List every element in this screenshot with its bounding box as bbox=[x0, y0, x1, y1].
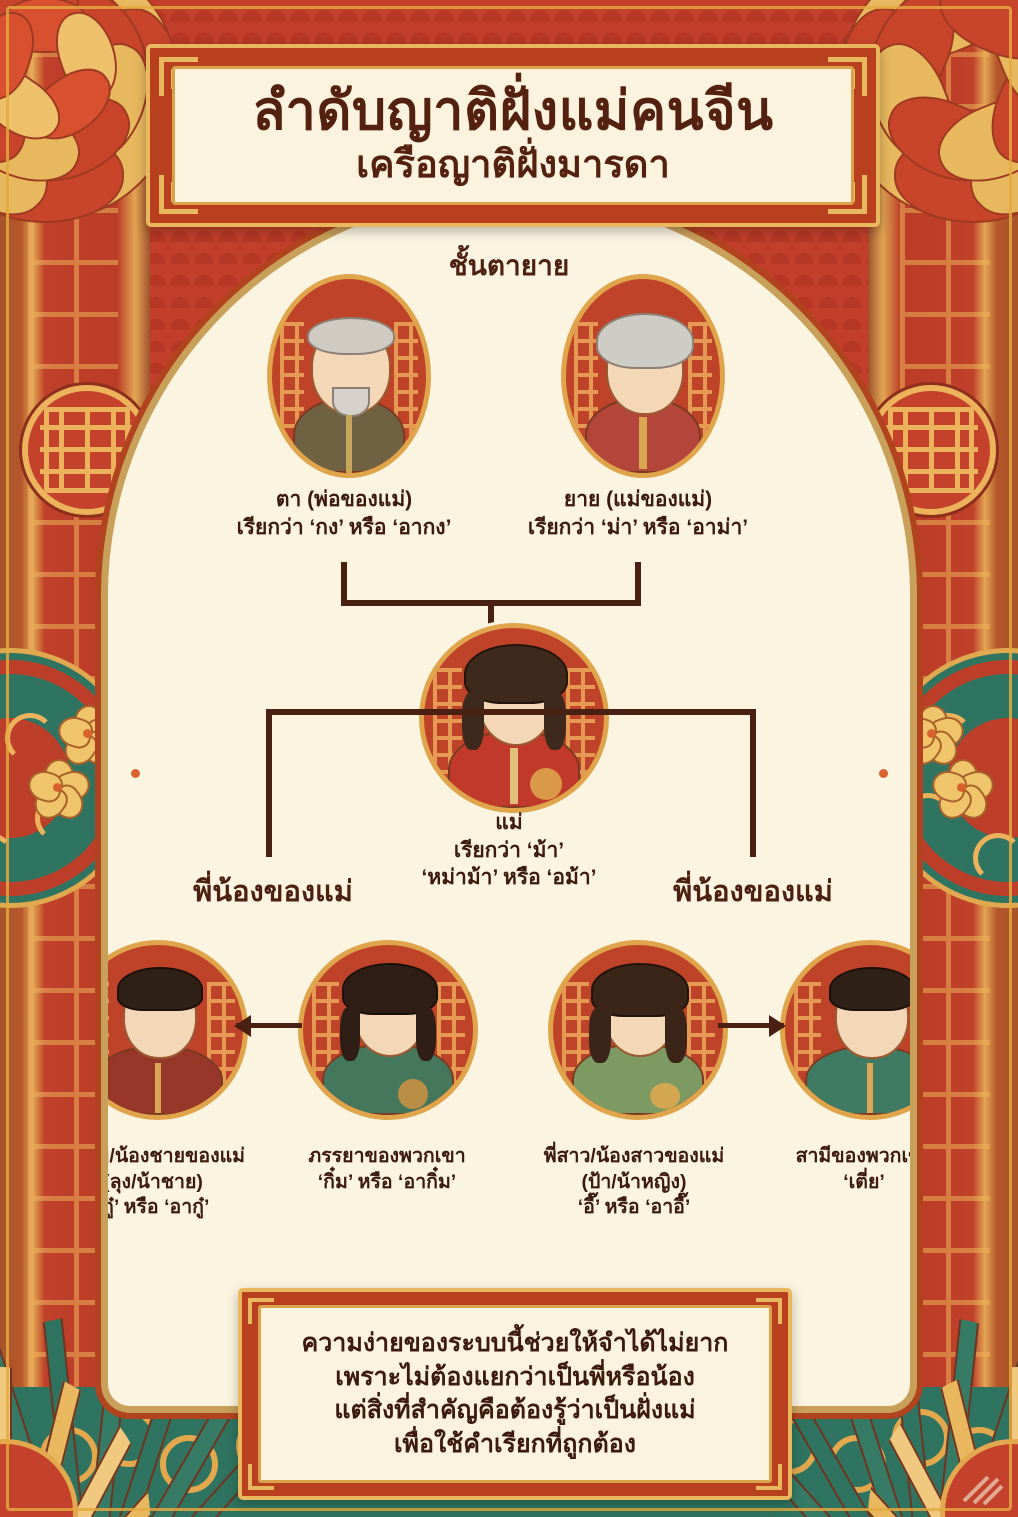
footer-line-1: ความง่ายของระบบนี้ช่วยให้จำได้ไม่ยาก bbox=[301, 1329, 729, 1357]
page-title: ลำดับญาติฝั่งแม่คนจีน bbox=[252, 81, 774, 142]
portrait-maternal-grandmother bbox=[561, 274, 725, 478]
plum-blossom-left-1 bbox=[54, 705, 124, 772]
portrait-mothers-sister bbox=[548, 940, 728, 1120]
rel3-line2: ‘เตี่ย’ bbox=[843, 1170, 885, 1193]
connector-gm-stub bbox=[635, 562, 641, 606]
connector-siblings-bar bbox=[266, 709, 756, 715]
footer-plaque: ความง่ายของระบบนี้ช่วยให้จำได้ไม่ยาก เพร… bbox=[238, 1288, 792, 1500]
gf-line2: เรียกว่า ‘กง’ หรือ ‘อากง’ bbox=[236, 515, 452, 539]
caption-maternal-grandmother: ยาย (แม่ของแม่) เรียกว่า ‘ม่า’ หรือ ‘อาม… bbox=[512, 486, 764, 541]
caption-mother: แม่ เรียกว่า ‘ม้า’ ‘หม่าม้า’ หรือ ‘อม้า’ bbox=[384, 809, 634, 892]
caption-mothers-brother: พี่ชาย/น้องชายของแม่ (ลุง/น้าชาย) ‘กู๋’ … bbox=[108, 1144, 270, 1221]
portrait-mother bbox=[419, 623, 609, 813]
caption-mothers-sister-husband: สามีของพวกเขา ‘เตี่ย’ bbox=[756, 1144, 910, 1195]
mother-line3: ‘หม่าม้า’ หรือ ‘อม้า’ bbox=[421, 866, 597, 890]
rel2-line3: ‘อี๊’ หรือ ‘อาอี๊’ bbox=[577, 1196, 691, 1219]
gm-line1: ยาย (แม่ของแม่) bbox=[563, 488, 713, 511]
mother-line1: แม่ bbox=[495, 811, 523, 834]
outer-gold-frame bbox=[6, 6, 1012, 1511]
connector-siblings-right-drop bbox=[750, 709, 756, 857]
caption-mothers-sister: พี่สาว/น้องสาวของแม่ (ป้า/น้าหญิง) ‘อี๊’… bbox=[518, 1144, 750, 1221]
arrow-wife-to-brother bbox=[234, 1014, 302, 1037]
rel1-line2: ‘กิ๋ม’ หรือ ‘อากิ๋ม’ bbox=[317, 1170, 457, 1193]
rel0-line3: ‘กู๋’ หรือ ‘อากู๋’ bbox=[108, 1196, 210, 1219]
mother-line2: เรียกว่า ‘ม้า’ bbox=[453, 838, 565, 862]
grandparents-section-label: ชั้นตายาย bbox=[448, 250, 570, 281]
arrow-sister-to-husband bbox=[718, 1014, 786, 1037]
siblings-label-right: พี่น้องของแม่ bbox=[673, 876, 833, 908]
gm-line2: เรียกว่า ‘ม่า’ หรือ ‘อาม่า’ bbox=[527, 515, 749, 539]
footer-corner-bl-icon bbox=[248, 1464, 274, 1490]
rel1-line1: ภรรยาของพวกเขา bbox=[308, 1145, 466, 1167]
footer-corner-tl-icon bbox=[248, 1298, 274, 1324]
footer-corner-br-icon bbox=[756, 1464, 782, 1490]
shou-medallion-left-icon bbox=[22, 385, 152, 515]
portrait-mothers-brother-wife bbox=[298, 940, 478, 1120]
rel0-line2: (ลุง/น้าชาย) bbox=[108, 1170, 203, 1193]
caption-mothers-brother-wife: ภรรยาของพวกเขา ‘กิ๋ม’ หรือ ‘อากิ๋ม’ bbox=[272, 1144, 502, 1195]
connector-siblings-left-drop bbox=[266, 709, 272, 857]
watermark-icon bbox=[962, 1475, 1004, 1505]
portrait-maternal-grandfather bbox=[267, 274, 431, 478]
connector-gf-stub bbox=[341, 562, 347, 606]
siblings-label-left: พี่น้องของแม่ bbox=[193, 876, 353, 908]
title-plaque: ลำดับญาติฝั่งแม่คนจีน เครือญาติฝั่งมารดา bbox=[146, 44, 880, 227]
footer-line-2: เพราะไม่ต้องแยกว่าเป็นพี่หรือน้อง bbox=[335, 1362, 695, 1391]
main-content-panel: ชั้นตายาย ตา (พ่อของแม่) เรียกว่า ‘กง’ ห… bbox=[108, 196, 910, 1406]
plum-blossom-right-3 bbox=[928, 759, 998, 826]
portrait-mothers-brother bbox=[108, 940, 248, 1120]
footer-line-3: แต่สิ่งที่สำคัญคือต้องรู้ว่าเป็นฝั่งแม่ bbox=[334, 1396, 696, 1424]
page-subtitle: เครือญาติฝั่งมารดา bbox=[356, 144, 670, 186]
footer-line-4: เพื่อใช้คำเรียกที่ถูกต้อง bbox=[394, 1429, 636, 1458]
plum-blossom-left-3 bbox=[24, 759, 94, 826]
portrait-mothers-sister-husband bbox=[780, 940, 910, 1120]
gf-line1: ตา (พ่อของแม่) bbox=[275, 488, 413, 511]
footer-corner-tr-icon bbox=[756, 1298, 782, 1324]
caption-maternal-grandfather: ตา (พ่อของแม่) เรียกว่า ‘กง’ หรือ ‘อากง’ bbox=[218, 486, 470, 541]
rel2-line1: พี่สาว/น้องสาวของแม่ bbox=[543, 1145, 725, 1167]
rel0-line1: พี่ชาย/น้องชายของแม่ bbox=[108, 1145, 246, 1167]
plum-blossom-right-1 bbox=[898, 705, 968, 772]
rel2-line2: (ป้า/น้าหญิง) bbox=[581, 1170, 687, 1193]
rel3-line1: สามีของพวกเขา bbox=[795, 1145, 910, 1167]
